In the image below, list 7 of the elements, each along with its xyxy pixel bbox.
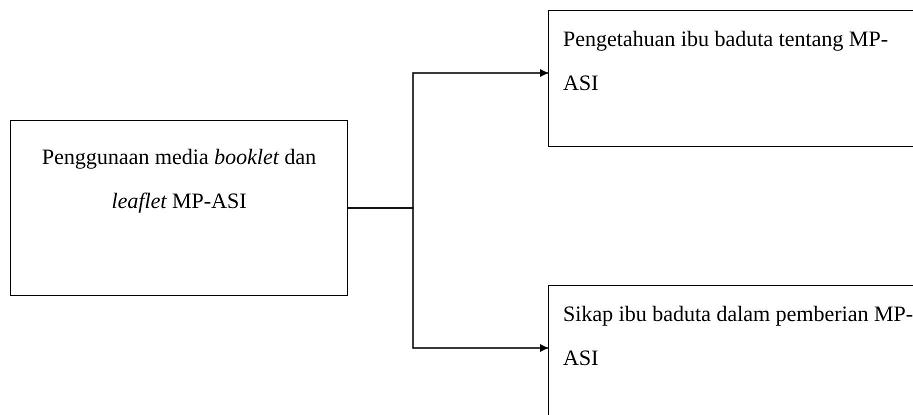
- node-text: Pengetahuan ibu baduta tentang MP-ASI: [563, 25, 890, 97]
- text-box: [548, 10, 913, 147]
- text-box: [10, 120, 348, 296]
- node-text: Sikap ibu baduta dalam pemberian MP-ASI: [563, 300, 913, 372]
- node-text: Penggunaan media booklet dan leaflet MP-ASI: [40, 143, 318, 215]
- arrow: [348, 207, 548, 352]
- text-box: [548, 285, 913, 415]
